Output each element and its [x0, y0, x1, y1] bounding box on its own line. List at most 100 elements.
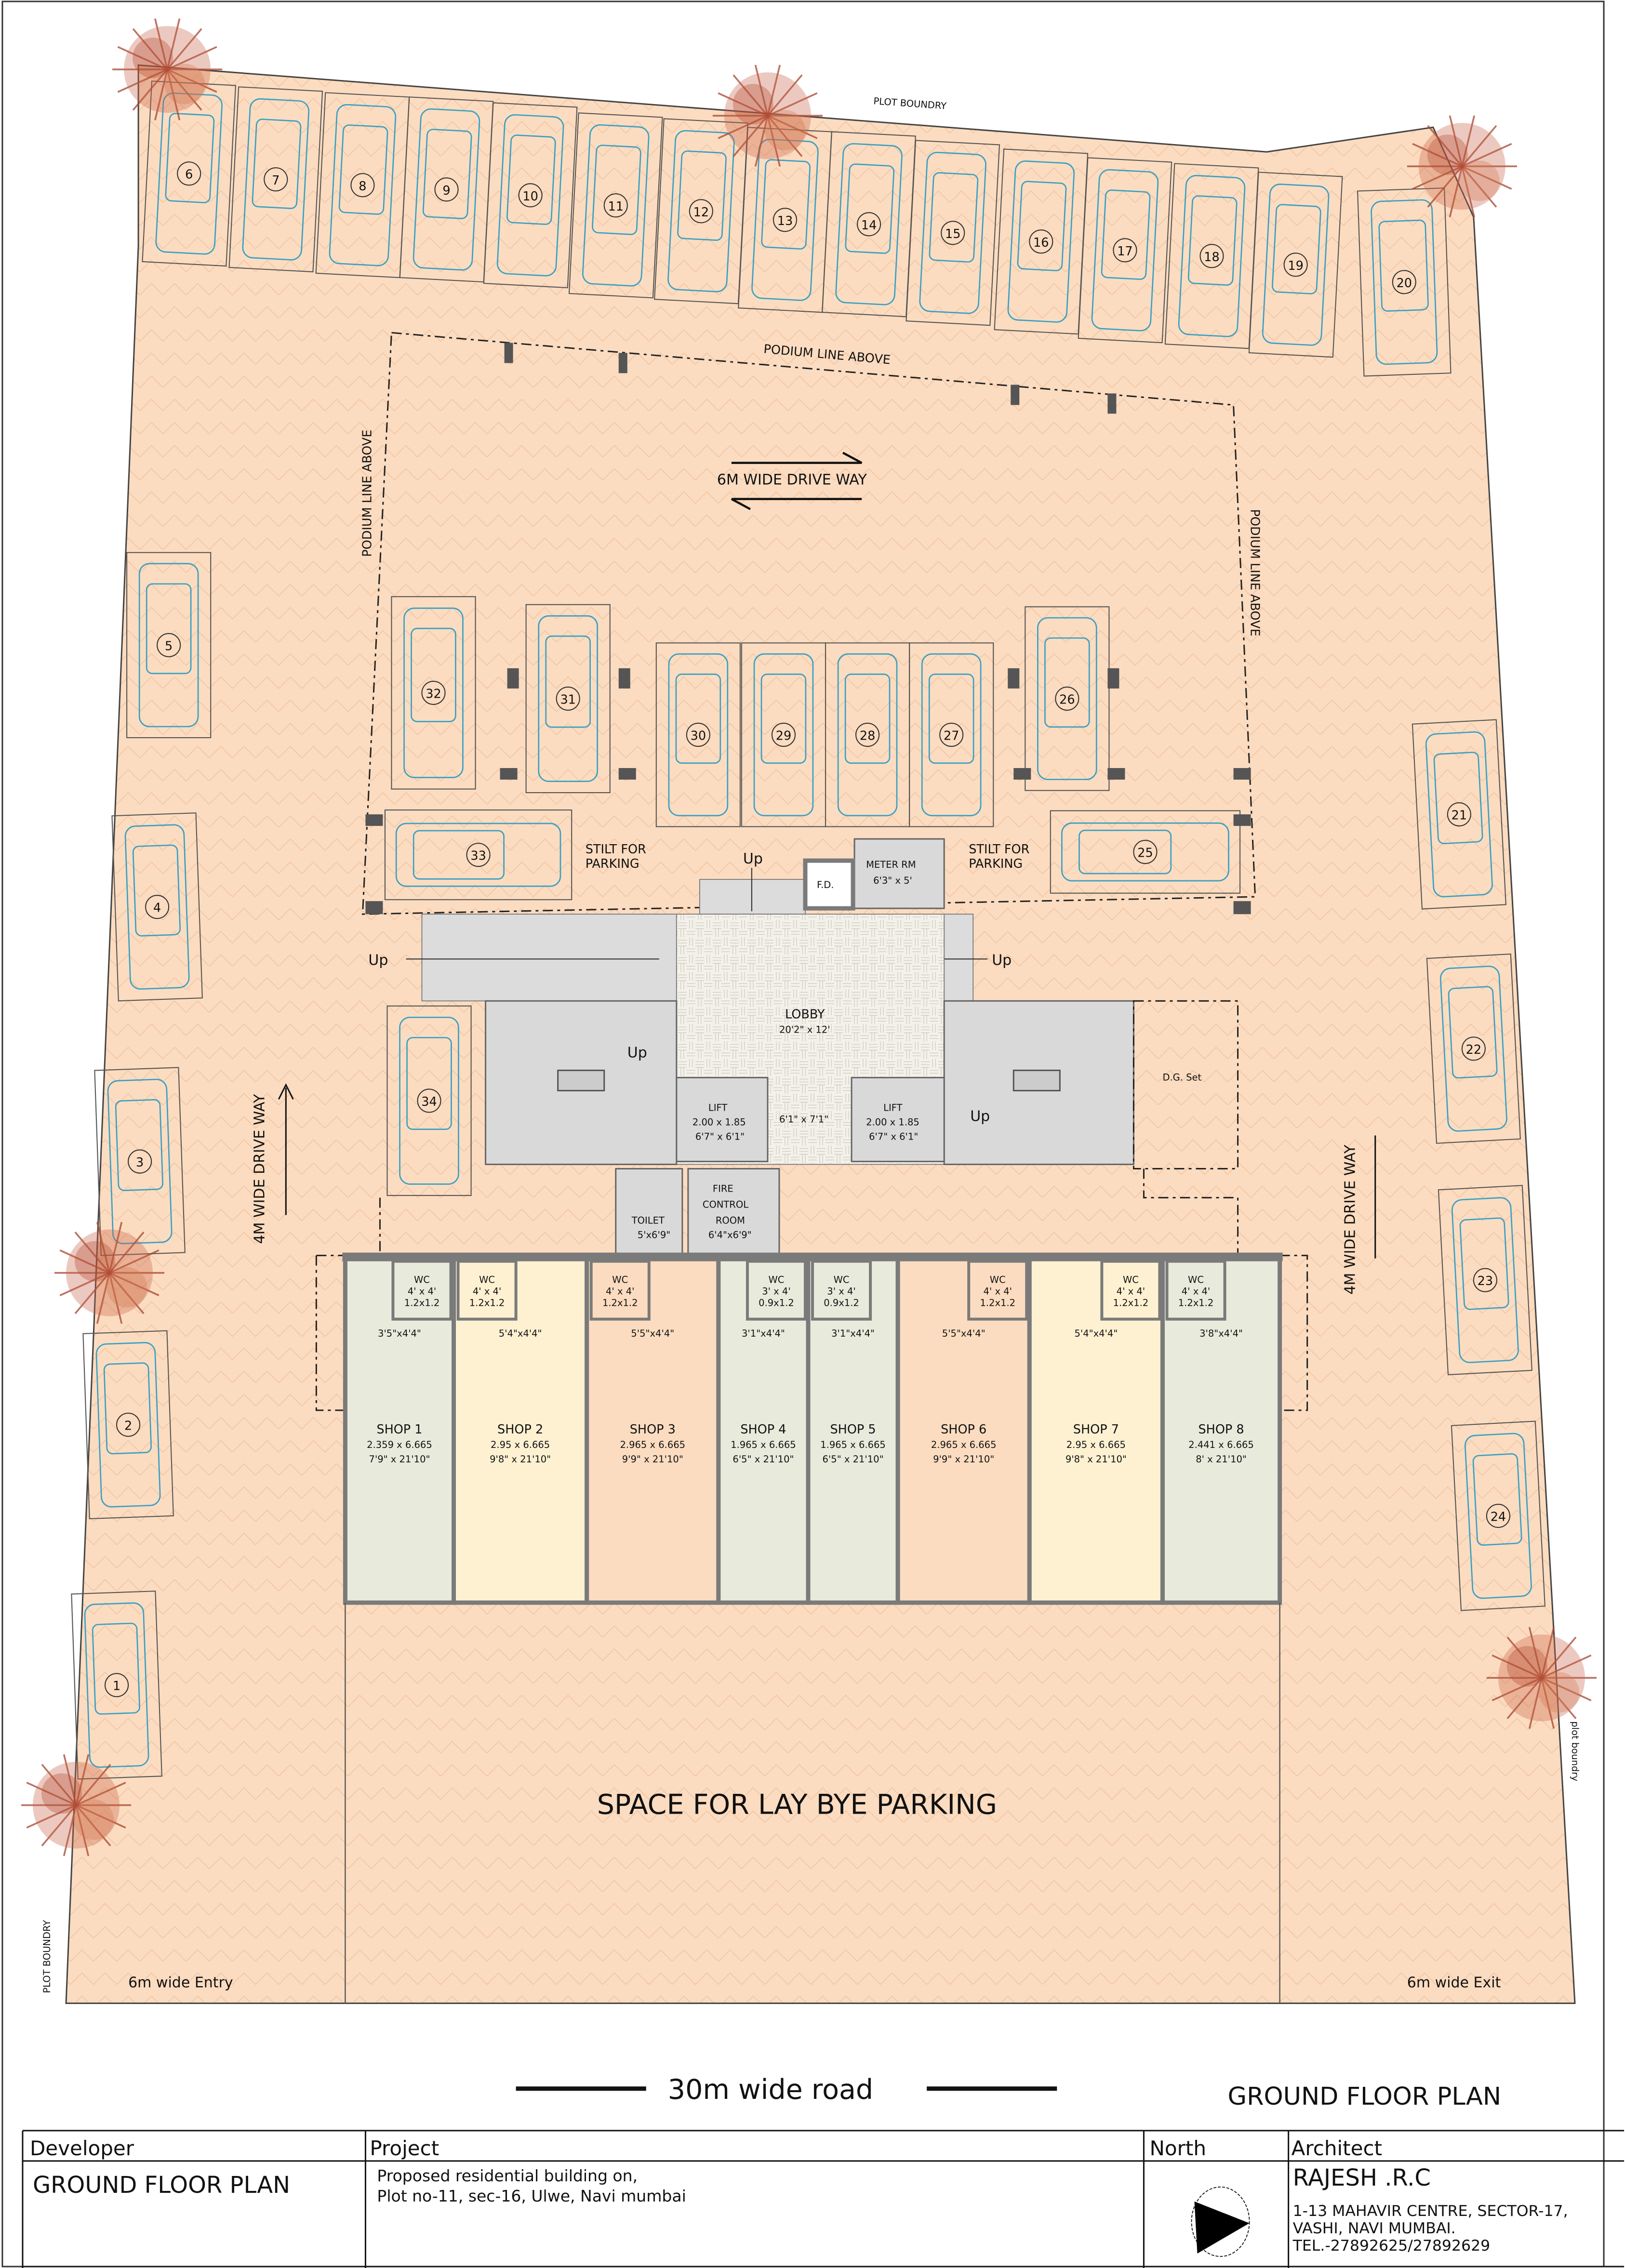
parking-bay — [655, 642, 741, 827]
spot-number: 29 — [776, 729, 791, 743]
parking-spot: 7 — [228, 86, 323, 273]
spot-number: 24 — [1491, 1510, 1506, 1525]
parking-bay — [1357, 187, 1452, 377]
shop-unit: WC3' x 4'0.9x1.23'1"x4'4"SHOP 51.965 x 6… — [806, 1253, 900, 1605]
spot-number-circle — [177, 161, 201, 186]
north-arrow-icon — [1191, 2186, 1250, 2257]
parking-bay — [82, 1330, 174, 1520]
north-label: North — [1149, 2136, 1206, 2160]
spot-number: 31 — [560, 692, 575, 707]
shop-unit: WC3' x 4'0.9x1.23'1"x4'4"SHOP 41.965 x 6… — [716, 1253, 811, 1605]
wc-size-m: 1.2x1.2 — [980, 1298, 1015, 1309]
car-icon — [496, 114, 564, 277]
spot-number: 4 — [153, 901, 161, 915]
drawing-title: GROUND FLOOR PLAN — [1228, 2082, 1501, 2111]
fd-label: F.D. — [817, 879, 834, 890]
shop-size-ft: 6'5" x 21'10" — [823, 1454, 884, 1465]
parking-spot: 31 — [525, 604, 611, 794]
shop-unit: WC4' x 4'1.2x1.23'8"x4'4"SHOP 82.441 x 6… — [1160, 1253, 1282, 1605]
spot-number-circle — [434, 177, 459, 202]
car-icon — [668, 653, 729, 817]
toilet-size: 5'x6'9" — [638, 1230, 670, 1241]
parking-spot: 11 — [568, 112, 663, 299]
shop-name: SHOP 1 — [376, 1422, 422, 1437]
parking-spot: 33 — [384, 809, 573, 901]
parking-spot: 26 — [1025, 606, 1110, 791]
shop-name: SHOP 4 — [740, 1422, 786, 1437]
architect-label: Architect — [1292, 2136, 1382, 2160]
title-block-plan-title: GROUND FLOOR PLAN — [33, 2172, 290, 2199]
spot-number-circle — [1486, 1503, 1510, 1528]
car-icon — [1091, 169, 1159, 332]
spot-number: 32 — [426, 687, 441, 701]
wc-size-ft: 4' x 4' — [1117, 1286, 1145, 1297]
wc-size-m: 0.9x1.2 — [824, 1298, 859, 1309]
car-icon — [155, 92, 223, 255]
stilt-left-label-2: PARKING — [586, 857, 639, 871]
lay-bye-boundary — [345, 1603, 1280, 2003]
lift-left-size-ft: 6'7" x 6'1" — [695, 1131, 745, 1142]
car-icon — [1371, 199, 1438, 365]
shop-size-ft: 9'8" x 21'10" — [490, 1454, 551, 1465]
parking-spot: 4 — [111, 812, 203, 1002]
spot-number-circle — [1283, 252, 1308, 277]
parking-bay — [568, 112, 663, 299]
spot-number-circle — [1133, 840, 1158, 864]
driveway-6m-label: 6M WIDE DRIVE WAY — [717, 472, 867, 489]
wc-label: WC — [612, 1274, 628, 1286]
architect-address-2: VASHI, NAVI MUMBAI. — [1293, 2220, 1456, 2237]
lift-left-name: LIFT — [708, 1102, 727, 1113]
parking-bay — [126, 552, 212, 739]
spot-number: 17 — [1117, 244, 1132, 259]
spot-number: 11 — [608, 199, 624, 214]
tree-icon — [21, 1754, 132, 1857]
trees — [21, 18, 1597, 1857]
spot-number: 19 — [1288, 259, 1303, 273]
shop-size-m: 2.95 x 6.665 — [1066, 1439, 1126, 1450]
parking-spot: 27 — [909, 642, 994, 827]
entrance-steps-right — [944, 914, 974, 1002]
spot-number: 18 — [1204, 250, 1219, 265]
spot-number: 28 — [860, 729, 875, 743]
parking-spot: 17 — [1078, 157, 1172, 344]
podium-right-label: PODIUM LINE ABOVE — [1248, 509, 1262, 637]
lay-bye-label: SPACE FOR LAY BYE PARKING — [597, 1789, 997, 1820]
toilet — [615, 1168, 683, 1257]
shop-front-size: 3'8"x4'4" — [1199, 1328, 1243, 1339]
shop-name: SHOP 2 — [497, 1422, 543, 1437]
shop-front-size: 5'4"x4'4" — [499, 1328, 542, 1339]
parking-spot: 6 — [142, 80, 237, 267]
spot-number-circle — [1029, 229, 1053, 254]
parking-spot: 15 — [906, 140, 1000, 326]
parking-bay — [1426, 953, 1521, 1144]
car-icon — [1061, 822, 1229, 882]
parking-bay — [71, 1591, 162, 1780]
tree-icon — [54, 1221, 165, 1324]
spot-number: 8 — [359, 179, 366, 194]
wc-label: WC — [834, 1274, 850, 1286]
car-icon — [395, 822, 561, 887]
parking-bay — [483, 102, 578, 289]
parking-spot: 23 — [1438, 1185, 1532, 1376]
shop-name: SHOP 6 — [941, 1422, 986, 1437]
car-icon — [921, 653, 982, 817]
shop-size-m: 2.965 x 6.665 — [620, 1439, 685, 1450]
shop-size-m: 2.359 x 6.665 — [367, 1439, 432, 1450]
shop-size-ft: 9'8" x 21'10" — [1066, 1454, 1127, 1465]
wc-label: WC — [768, 1274, 784, 1286]
parking-spot: 21 — [1412, 719, 1506, 910]
car-icon — [329, 104, 397, 266]
spot-number-circle — [421, 680, 446, 705]
car-icon — [835, 143, 903, 305]
spot-number-circle — [603, 193, 628, 218]
lift-right-size-ft: 6'7" x 6'1" — [869, 1131, 918, 1142]
shop-size-ft: 9'9" x 21'10" — [622, 1454, 683, 1465]
parking-spot: 2 — [82, 1330, 174, 1520]
shop-name: SHOP 5 — [830, 1422, 876, 1437]
tree-icon — [1486, 1627, 1597, 1729]
parking-bay — [909, 642, 994, 827]
parking-spot: 9 — [399, 96, 494, 283]
parking-spot: 34 — [386, 1005, 472, 1196]
parking-bay — [1451, 1420, 1546, 1611]
shop-size-m: 2.965 x 6.665 — [931, 1439, 997, 1450]
